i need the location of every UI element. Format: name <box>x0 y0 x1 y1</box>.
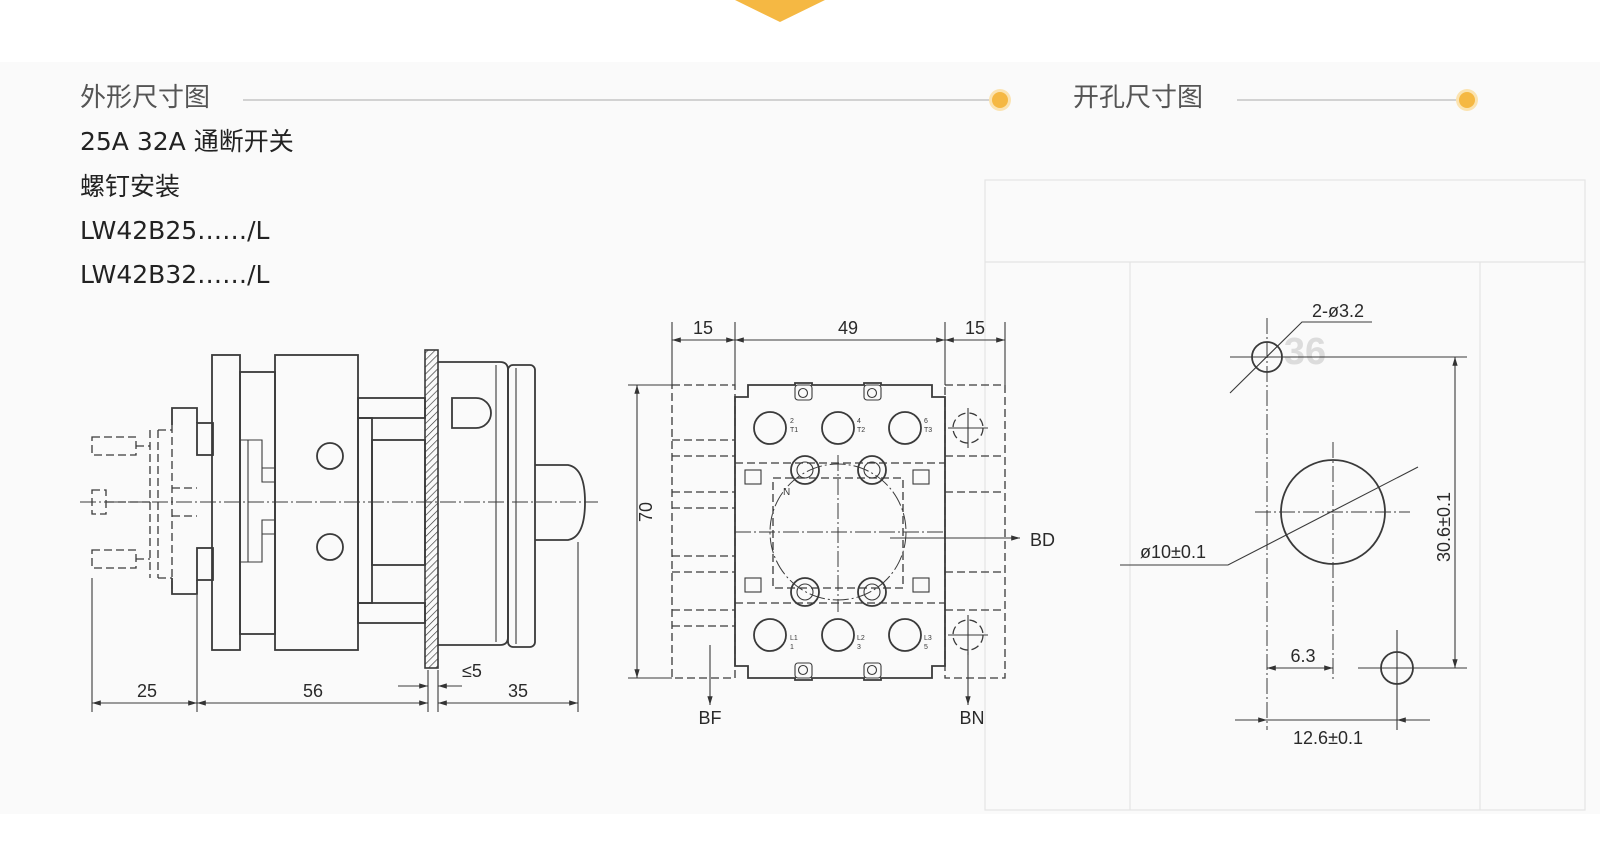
product-model-line-32: LW42B32……/L <box>80 260 270 289</box>
terminal-screw <box>821 411 855 445</box>
terminal-screw <box>888 411 922 445</box>
front-view-dimensions: 15 49 15 70 BD BF BN <box>628 318 1055 728</box>
terminal-label: L3 <box>924 635 932 642</box>
terminal-number: 5 <box>924 644 928 651</box>
screw-hole <box>1380 651 1414 685</box>
dim-body-width: 49 <box>838 318 858 338</box>
ghost-label: 36 <box>1284 331 1326 373</box>
knob-handle <box>535 464 586 541</box>
dim-knob-length: 35 <box>508 681 528 701</box>
terminal-number: 6 <box>924 418 928 425</box>
dim-body-height: 70 <box>636 502 656 522</box>
knob-indicator <box>451 397 492 429</box>
terminal-screw <box>888 618 922 652</box>
dim-left-width: 15 <box>693 318 713 338</box>
product-mounting-line: 螺钉安装 <box>80 172 181 201</box>
terminal-number: 1 <box>790 644 794 651</box>
product-model-line-25: LW42B25……/L <box>80 216 270 245</box>
dim-center-hole: ø10±0.1 <box>1140 542 1206 562</box>
outline-title-rule <box>243 99 991 101</box>
dim-screw-holes: 2-ø3.2 <box>1312 301 1364 321</box>
dim-center-offset: 6.3 <box>1290 646 1315 666</box>
fixing-screw <box>857 577 887 607</box>
outline-title-dot <box>992 92 1008 108</box>
dim-right-width: 15 <box>965 318 985 338</box>
cutout-title-rule <box>1237 99 1459 101</box>
cutout-title-dot <box>1459 92 1475 108</box>
terminal-screw <box>753 618 787 652</box>
terminal-label: L1 <box>790 635 798 642</box>
label-bn: BN <box>959 708 984 728</box>
front-right-dashed-block <box>944 384 1006 679</box>
label-bf: BF <box>698 708 721 728</box>
fixing-screw <box>790 577 820 607</box>
cutout-drawing: 2-ø3.2 ø10±0.1 30.6±0.1 6.3 12.6±0.1 <box>1120 301 1467 748</box>
dim-body-length: 56 <box>303 681 323 701</box>
neutral-label: N <box>783 487 790 498</box>
terminal-screw <box>821 618 855 652</box>
side-view-terminals <box>91 407 214 595</box>
front-terminals: 2 T1 4 T2 6 T3 L1 1 L2 3 L3 5 N <box>753 411 932 652</box>
mounting-hole <box>316 442 344 470</box>
terminal-label: L2 <box>857 635 865 642</box>
front-view-drawing: 2 T1 4 T2 6 T3 L1 1 L2 3 L3 5 N <box>628 318 1055 728</box>
screw-hole <box>1251 341 1283 373</box>
mounting-panel-section <box>424 349 439 669</box>
dim-panel-thickness: ≤5 <box>462 661 482 681</box>
terminal-number: 2 <box>790 418 794 425</box>
terminal-label: T2 <box>857 427 865 434</box>
front-body <box>734 382 946 681</box>
ghost-background: 36 <box>984 179 1586 811</box>
terminal-screw <box>753 411 787 445</box>
dim-hole-spacing-horizontal: 12.6±0.1 <box>1293 728 1363 748</box>
center-cutout-hole <box>1280 459 1386 565</box>
product-rating-line: 25A 32A 通断开关 <box>80 127 294 156</box>
fixing-screw <box>857 455 887 485</box>
outline-section-title: 外形尺寸图 <box>80 83 211 113</box>
fixing-screw <box>790 455 820 485</box>
mounting-hole <box>316 533 344 561</box>
rotary-knob <box>438 361 586 648</box>
front-left-dashed-block <box>671 384 736 679</box>
dim-hole-spacing-vertical: 30.6±0.1 <box>1434 492 1454 562</box>
terminal-label: T3 <box>924 427 932 434</box>
terminal-number: 3 <box>857 644 861 651</box>
side-view-dimensions: 25 56 ≤5 35 <box>91 542 579 712</box>
cutout-section-title: 开孔尺寸图 <box>1073 83 1204 113</box>
content-panel <box>0 62 1600 814</box>
terminal-label: T1 <box>790 427 798 434</box>
terminal-number: 4 <box>857 418 861 425</box>
dim-rear-length: 25 <box>137 681 157 701</box>
label-bd: BD <box>1030 530 1055 550</box>
side-view-drawing: 25 56 ≤5 35 <box>80 349 598 712</box>
